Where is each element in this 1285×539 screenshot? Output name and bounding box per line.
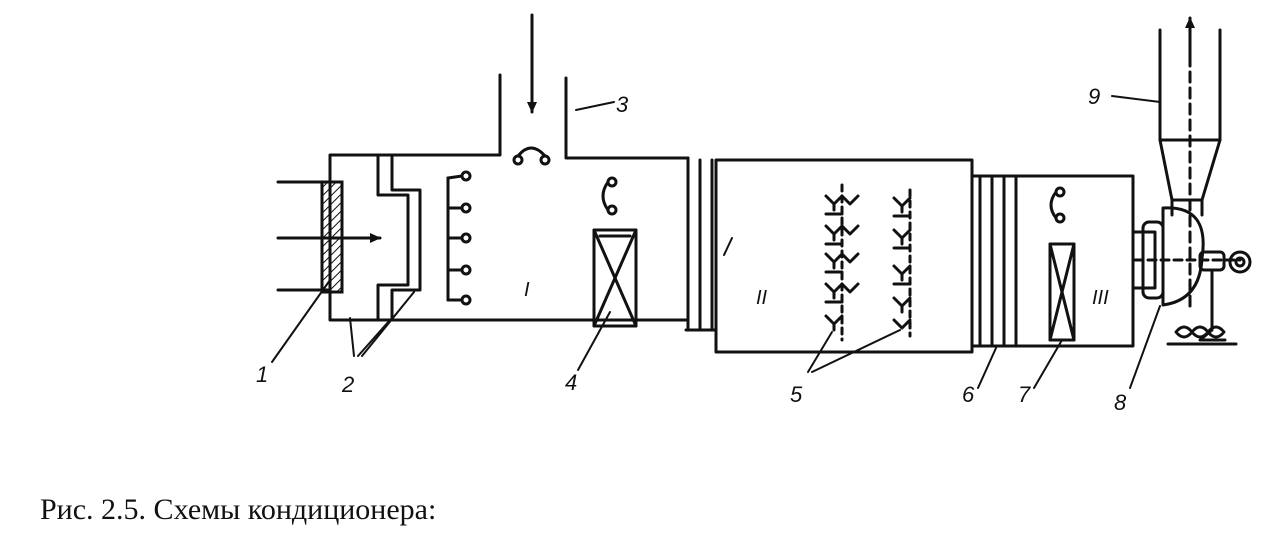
section-label-2: II [756,287,768,309]
label-7: 7 [1018,382,1031,407]
fan-8 [1131,206,1252,346]
air-heater-4 [592,176,638,328]
outlet-duct-9 [1158,16,1222,310]
section-label-3: III [1092,287,1109,309]
air-reheater-7 [1048,186,1076,342]
leader-lines [271,95,1161,389]
filter-partitions [376,153,422,322]
label-6: 6 [962,382,975,407]
section-label-1: I [524,279,530,301]
inlet-grille-1 [320,180,344,294]
callout-labels: 1 2 3 4 5 6 7 8 9 [256,84,1127,415]
nozzles-5-right [892,188,912,338]
figure-caption: Рис. 2.5. Схемы кондиционера: [40,493,437,526]
housing-section-2 [714,158,974,354]
label-5: 5 [790,382,803,407]
label-1: 1 [256,362,268,387]
damper-3 [512,146,551,166]
damper-vertical [446,170,472,306]
label-9: 9 [1088,84,1100,109]
label-3: 3 [616,92,629,117]
housing-section-1 [328,73,690,322]
label-4: 4 [565,370,577,395]
section-labels: I II III [524,279,1109,309]
nozzles-5-left [824,183,860,342]
separator-plates-6 [970,174,1022,348]
separator-plates-1 [684,156,718,332]
label-8: 8 [1114,390,1127,415]
housing-section-3 [1018,174,1135,348]
label-2: 2 [341,372,354,397]
